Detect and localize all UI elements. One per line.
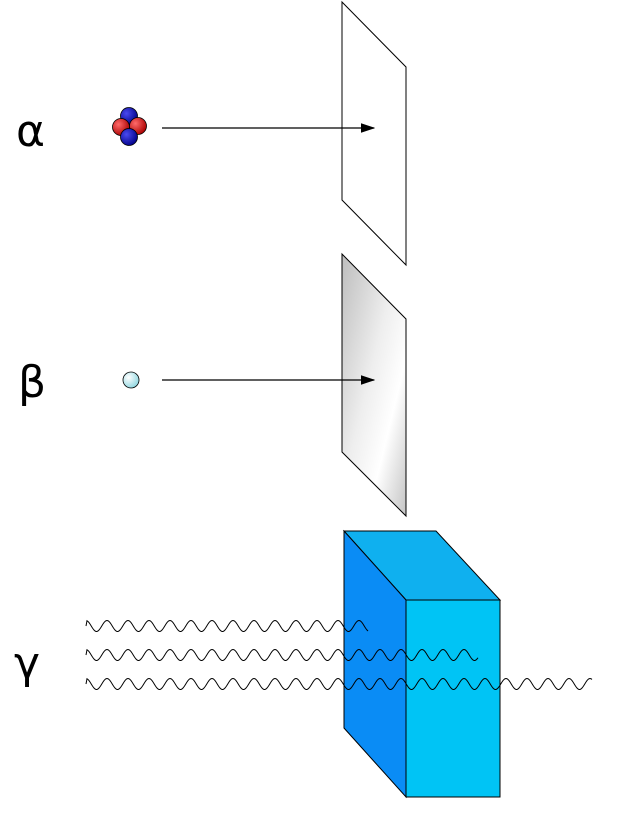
beta-label: β [18,357,46,408]
alpha-particle-icon [112,107,147,146]
lead-block [342,529,502,799]
gamma-wave-icon [85,619,593,690]
beta-particle-icon [122,371,140,389]
gamma-wave-medium [85,648,479,661]
aluminium-sheet [341,252,407,518]
gamma-wave-short [85,619,369,632]
alpha-label: α [16,106,45,157]
gamma-label: γ [14,638,40,689]
gamma-wave-long [85,677,593,690]
lead-block-side [405,599,501,798]
paper-sheet [341,0,407,267]
